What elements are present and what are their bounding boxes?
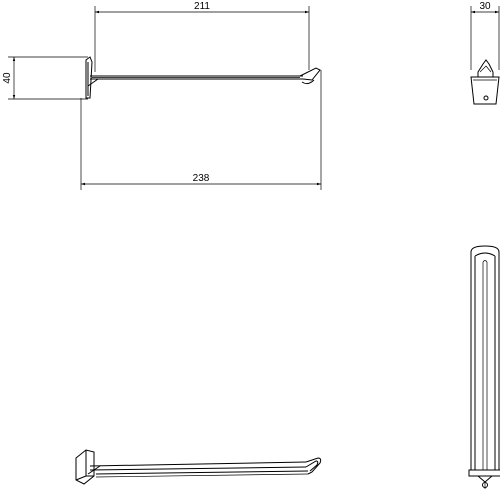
dimension-label-211: 211 [194,1,210,12]
dimension-label-30: 30 [479,1,491,12]
top-view [468,245,500,489]
hook-side-profile [85,56,321,99]
front-view: 30 [470,1,500,105]
dimension-label-40: 40 [2,72,13,84]
side-view: 211 40 238 [2,1,322,190]
dimension-label-238: 238 [193,173,210,184]
isometric-view [75,449,322,485]
hook-front-profile [470,59,500,105]
